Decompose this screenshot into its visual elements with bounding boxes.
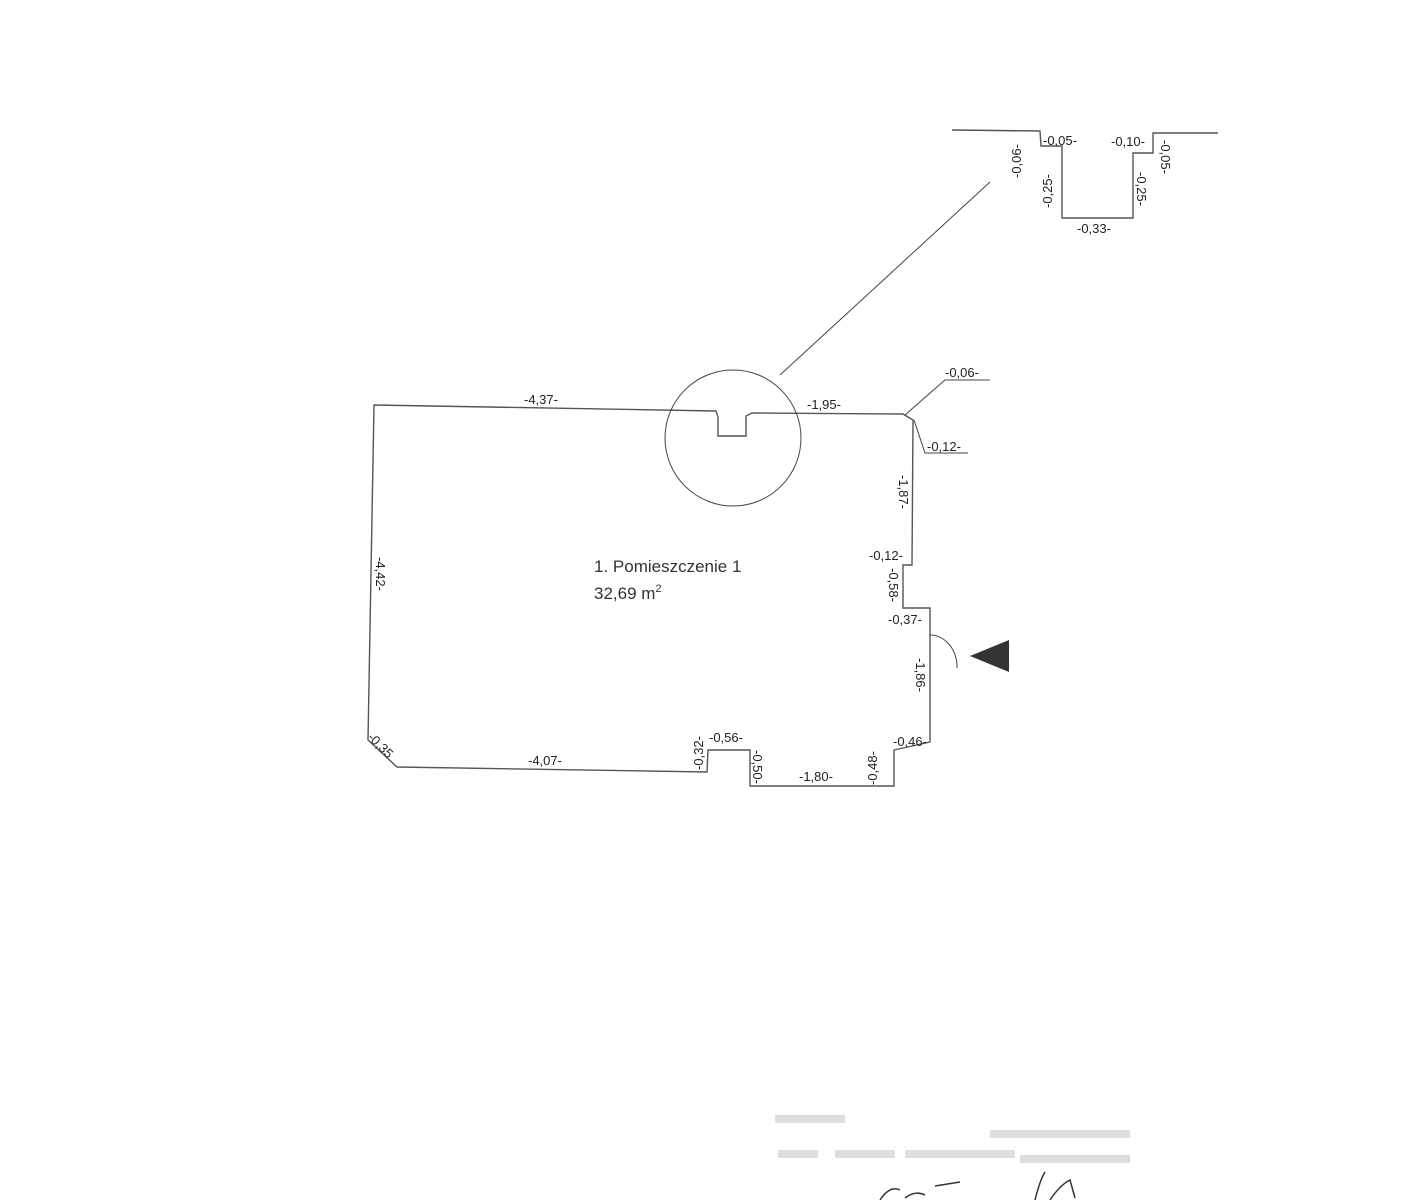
dim-right-step-1: -0,12- <box>869 548 903 563</box>
entrance-arrow-icon <box>970 640 1009 672</box>
corner-leader-b <box>913 419 968 454</box>
detail-circle <box>664 369 802 507</box>
room-outline <box>367 404 931 787</box>
dim-top-right: -1,95- <box>807 397 841 412</box>
dim-bottom-step-1: -0,48- <box>865 751 880 785</box>
room-area: 32,69 m2 <box>594 583 662 603</box>
detail-dim-7: -0,05- <box>1158 140 1173 174</box>
dim-corner-b: -0,12- <box>927 439 961 454</box>
dim-bottom-right: -1,80- <box>799 769 833 784</box>
room-name: 1. Pomieszczenie 1 <box>594 557 741 576</box>
faded-stamp <box>775 1115 1130 1163</box>
dim-bottom-notch: -0,56- <box>709 730 743 745</box>
detail-dim-2: -0,05- <box>1043 133 1077 148</box>
dim-right-door: -1,86- <box>913 658 928 692</box>
dim-bottom-step-2: -0,50- <box>750 750 765 784</box>
detail-dim-6: -0,10- <box>1111 134 1145 149</box>
dim-top-left: -4,37- <box>524 392 558 407</box>
corner-leader-a <box>904 379 990 416</box>
signature <box>879 1171 1076 1200</box>
detail-dim-3: -0,25- <box>1040 174 1055 208</box>
detail-leader-line <box>779 181 991 376</box>
detail-dim-1: -0,06- <box>1009 144 1024 178</box>
dim-left: -4,42- <box>373 557 388 591</box>
dim-right-2: -0,58- <box>886 568 901 602</box>
detail-outline <box>951 129 1218 219</box>
dim-bottom-left: -4,07- <box>528 753 562 768</box>
detail-dim-5: -0,25- <box>1134 172 1149 206</box>
dim-right-step-3: -0,46- <box>893 734 927 749</box>
dim-bottom-step-3: -0,32- <box>691 736 706 770</box>
door-swing-arc <box>929 634 958 669</box>
dim-chamfer: -0,35 <box>365 730 397 762</box>
dim-right-step-2: -0,37- <box>888 612 922 627</box>
detail-dim-4: -0,33- <box>1077 221 1111 236</box>
dim-corner-a: -0,06- <box>945 365 979 380</box>
dim-right-1: -1,87- <box>896 475 911 509</box>
